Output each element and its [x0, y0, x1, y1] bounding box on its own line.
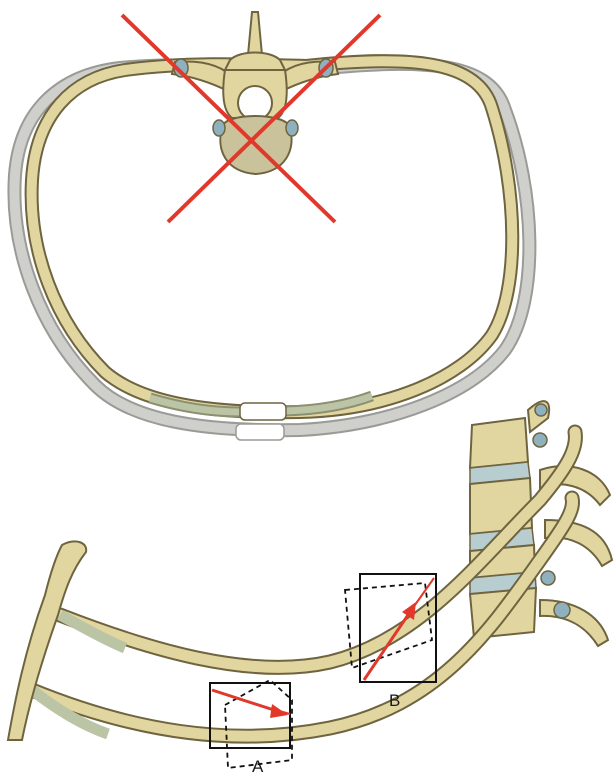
cross-line-2: [168, 15, 380, 222]
vertebral-foramen: [238, 86, 272, 120]
thoracic-ring-top-view: [14, 12, 529, 440]
label-a: A: [252, 758, 263, 775]
vertebra-top-view: [172, 12, 338, 174]
lamina: [225, 53, 285, 71]
thoracic-spine-lateral: [470, 401, 612, 646]
spinous-process: [248, 12, 262, 55]
facet-joint-1: [535, 404, 547, 416]
cross-line-1: [122, 15, 335, 222]
ghost-sternum-segment: [236, 424, 284, 440]
label-b: B: [389, 692, 400, 709]
transverse-process-3: [540, 600, 608, 646]
vertebra-1: [470, 418, 528, 468]
costovertebral-joint-upper: [533, 433, 547, 447]
costovertebral-joint-right: [286, 120, 298, 136]
motion-box-a: [210, 680, 292, 768]
costotransverse-joint-lower: [554, 602, 570, 618]
motion-box-b: [345, 574, 436, 682]
sternum-segment: [240, 403, 286, 420]
costovertebral-joint-left: [213, 120, 225, 136]
lateral-rib-view: [8, 401, 612, 768]
box-a-displaced-outline: [225, 680, 292, 768]
costovertebral-joint-lower: [541, 571, 555, 585]
